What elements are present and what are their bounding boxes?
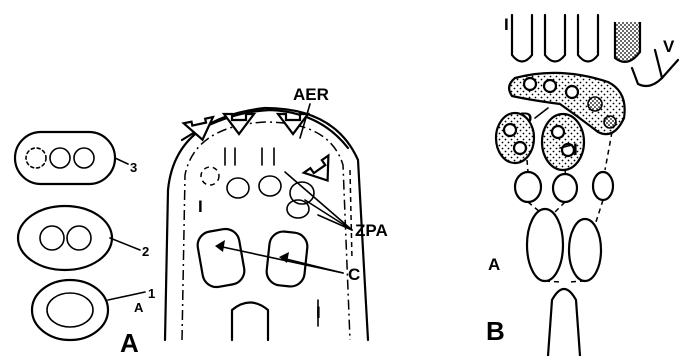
section-label-1: 1	[148, 286, 155, 301]
label-v: V	[663, 37, 675, 56]
label-i-a-right: I	[316, 303, 321, 322]
cross-section-3: 3	[15, 132, 137, 184]
label-aer: AER	[293, 85, 329, 104]
panel-a: 3 2 1 A I I	[15, 85, 388, 356]
cross-section-2: 2	[18, 206, 149, 270]
section-label-3: 3	[130, 160, 137, 175]
label-a-b: A	[488, 255, 500, 274]
panel-b-label: B	[486, 316, 505, 346]
label-i-b: I	[573, 140, 578, 159]
label-zpa: ZPA	[355, 221, 388, 240]
panel-b: I V D I	[486, 15, 678, 356]
section-sub-label: A	[134, 300, 144, 315]
panel-a-label: A	[120, 328, 139, 356]
carpal-elements	[496, 113, 584, 170]
label-i-b-top: I	[504, 15, 509, 34]
section-label-2: 2	[142, 244, 149, 259]
label-c: C	[348, 265, 360, 284]
label-i-a: I	[198, 197, 203, 216]
